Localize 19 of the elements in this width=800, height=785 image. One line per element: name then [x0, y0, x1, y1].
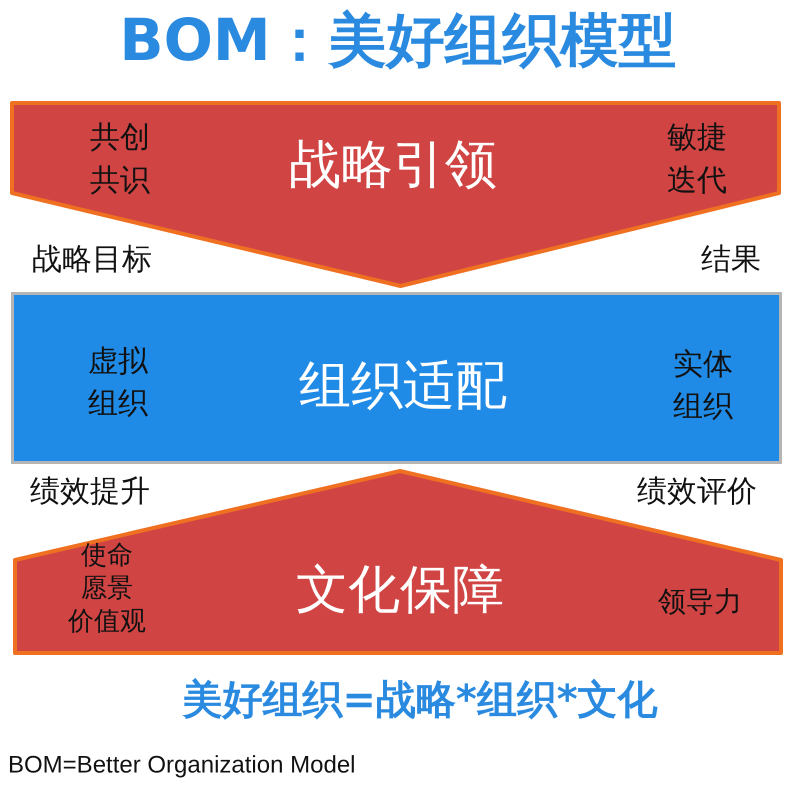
banner-heading: 文化保障	[296, 559, 504, 621]
banner-heading: 战略引领	[289, 134, 497, 196]
side-note: 使命愿景价值观	[68, 540, 146, 638]
flow-label: 战略目标	[32, 242, 152, 278]
side-note: 实体组织	[673, 346, 733, 426]
flow-label: 绩效提升	[30, 474, 150, 510]
formula-caption: 美好组织=战略*组织*文化	[182, 676, 658, 724]
side-note: 领导力	[658, 585, 742, 619]
side-note: 共创共识	[90, 119, 150, 200]
footnote: BOM=Better Organization Model	[8, 750, 356, 780]
flow-label: 结果	[701, 242, 761, 278]
diagram-title: BOM：美好组织模型	[119, 5, 677, 75]
flow-label: 绩效评价	[637, 474, 757, 510]
house-banner	[13, 469, 783, 655]
chevron-banner	[10, 101, 781, 288]
side-note: 敏捷迭代	[667, 119, 727, 200]
band-heading: 组织适配	[299, 355, 507, 417]
side-note: 虚拟组织	[88, 343, 148, 423]
band-box	[11, 292, 782, 464]
